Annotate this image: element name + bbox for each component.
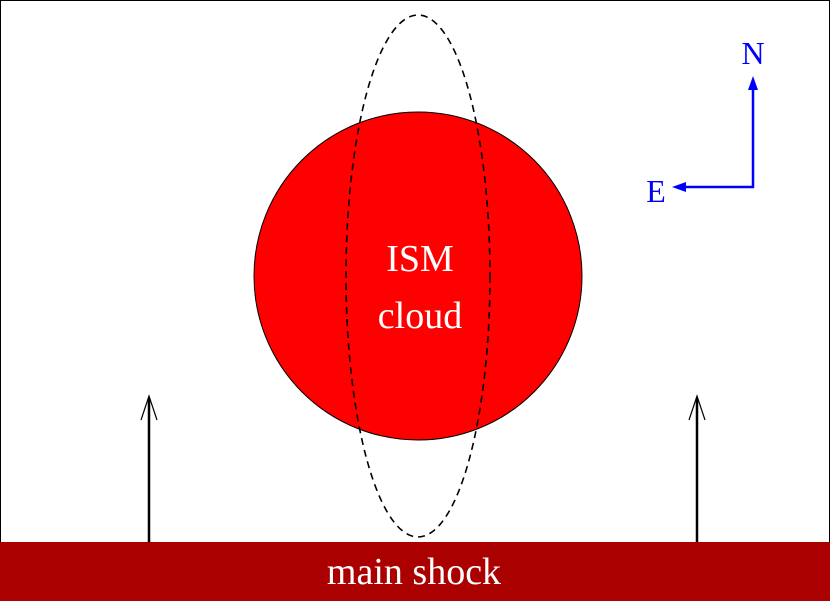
ism-cloud <box>253 111 583 441</box>
north-arrowhead <box>748 76 758 90</box>
dashed-ellipse <box>345 14 491 538</box>
cloud-label-line1: ISM <box>386 238 454 280</box>
compass-north-label: N <box>741 35 764 71</box>
shock-arrow-left <box>140 394 158 542</box>
cloud-label-line2: cloud <box>378 295 462 337</box>
main-shock-bar <box>0 542 830 601</box>
compass: N E <box>646 35 764 209</box>
east-arrowhead <box>672 182 686 192</box>
compass-east-label: E <box>646 173 666 209</box>
shock-arrow-right <box>688 394 706 542</box>
main-shock-label: main shock <box>327 551 501 593</box>
